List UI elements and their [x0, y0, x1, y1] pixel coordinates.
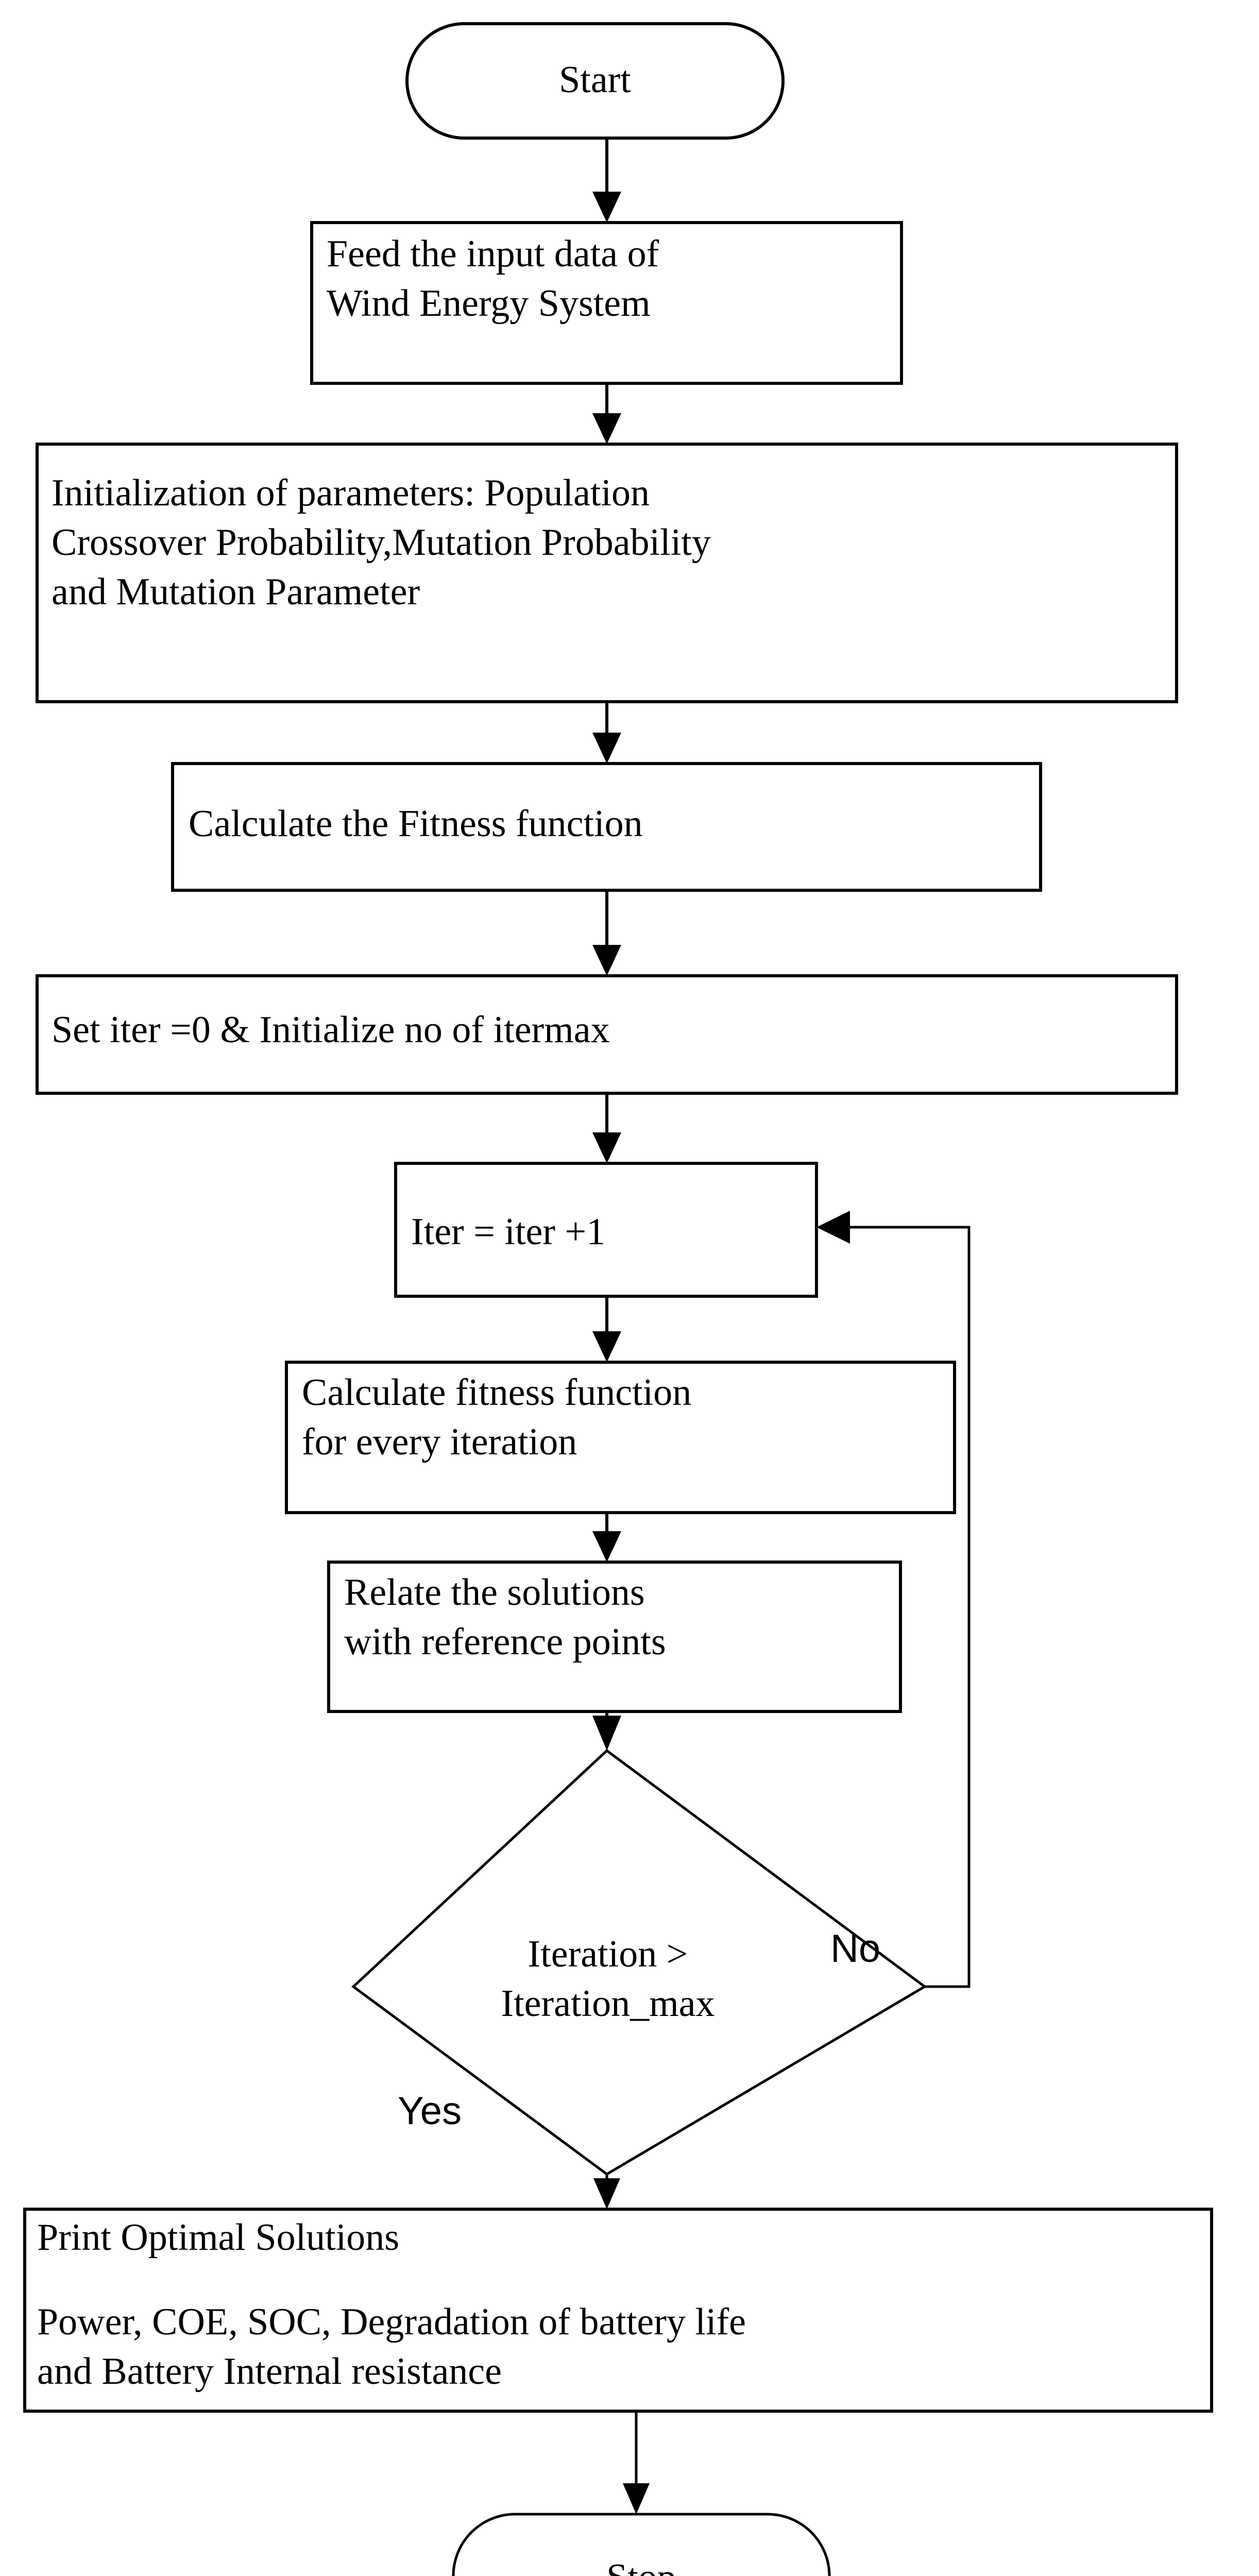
arrowhead-iterincrement-to-calcevery — [592, 1331, 621, 1362]
connector-no-loopback — [847, 1226, 971, 1988]
decision-node-label-line2: Iteration_max — [501, 1982, 715, 2025]
arrowhead-relate-to-decision — [592, 1716, 621, 1751]
feed-input-node-label-line1: Feed the input data of — [327, 233, 659, 275]
arrowhead-calcfitness-to-setiter — [592, 945, 621, 976]
arrowhead-feed-to-init — [592, 413, 621, 444]
print-results-node-label-line3: and Battery Internal resistance — [37, 2350, 502, 2393]
initialization-node-label-line2: Crossover Probability,Mutation Probabili… — [52, 521, 711, 564]
calc-fitness-node-shape — [171, 762, 1042, 892]
feed-input-node-shape — [310, 221, 903, 385]
calc-fitness-every-node-label-line2: for every iteration — [302, 1421, 577, 1463]
set-iter-node-label: Set iter =0 & Initialize no of itermax — [52, 1009, 610, 1051]
iter-increment-node-shape — [394, 1162, 818, 1298]
initialization-node-label-line3: and Mutation Parameter — [52, 571, 420, 613]
feed-input-node-label-line2: Wind Energy System — [327, 282, 651, 325]
calc-fitness-every-node-label-line1: Calculate fitness function — [302, 1371, 692, 1414]
calc-fitness-node-label: Calculate the Fitness function — [189, 803, 643, 845]
calc-fitness-every-node-shape — [285, 1361, 956, 1514]
start-node-shape — [405, 22, 785, 140]
stop-node-shape — [452, 2513, 831, 2576]
arrowhead-init-to-calcfitness — [592, 733, 621, 764]
start-node-label: Start — [559, 59, 631, 101]
arrowhead-no-loopback — [816, 1211, 850, 1244]
arrowhead-setiter-to-iterincrement — [592, 1132, 621, 1163]
decision-node-label-line1: Iteration > — [528, 1933, 688, 1975]
iter-increment-node-label: Iter = iter +1 — [411, 1211, 606, 1253]
relate-solutions-node-shape — [327, 1561, 902, 1713]
relate-solutions-node-label-line1: Relate the solutions — [344, 1571, 645, 1614]
arrowhead-yes-to-print — [593, 2178, 620, 2209]
arrowhead-start-to-feed — [592, 192, 621, 223]
edge-label-no: No — [830, 1927, 881, 1971]
initialization-node-label-line1: Initialization of parameters: Population — [52, 472, 650, 514]
print-results-node-label-line1: Print Optimal Solutions — [37, 2216, 400, 2259]
print-results-node-label-line2: Power, COE, SOC, Degradation of battery … — [37, 2301, 746, 2343]
arrowhead-calcevery-to-relate — [592, 1531, 621, 1562]
stop-node-label: Stop — [453, 2556, 829, 2576]
edge-label-yes: Yes — [398, 2089, 462, 2133]
arrowhead-print-to-stop — [623, 2483, 650, 2514]
relate-solutions-node-label-line2: with reference points — [344, 1621, 666, 1663]
set-iter-node-shape — [36, 974, 1178, 1095]
print-results-node-shape — [23, 2208, 1213, 2413]
